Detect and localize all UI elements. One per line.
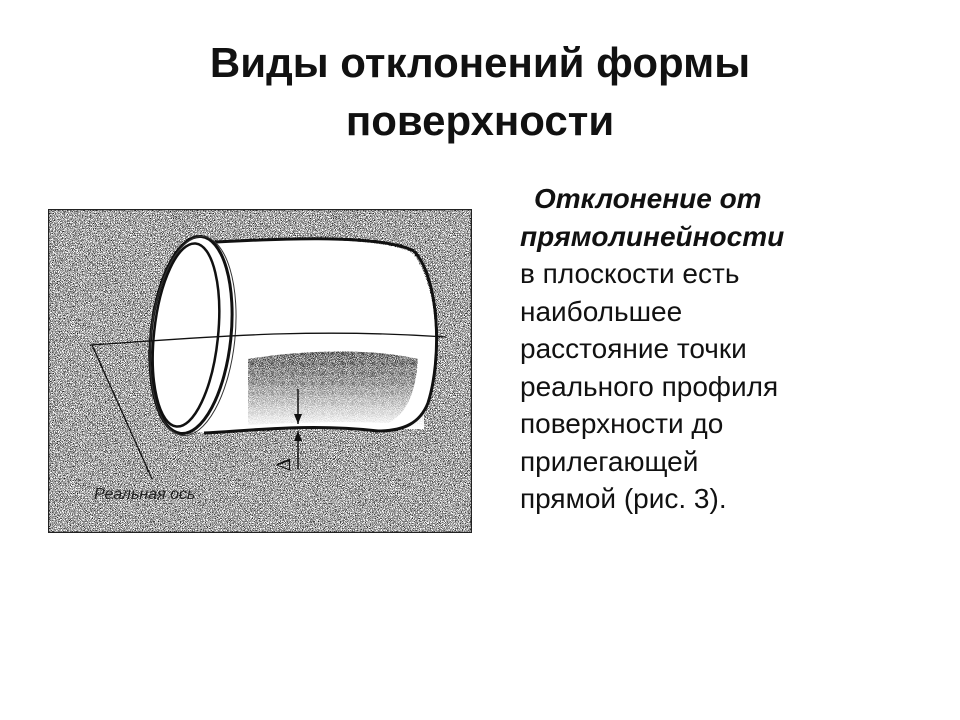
definition-term-line-2: прямолинейности (520, 220, 785, 252)
straightness-deviation-figure: Δ Реальная ось (48, 209, 472, 533)
axis-label: Реальная ось (94, 486, 195, 503)
slide-title: Виды отклонений формы поверхности (0, 34, 960, 150)
cylinder-top-edge (197, 237, 415, 253)
definition-line: прямой (рис. 3). (520, 483, 727, 514)
definition-line: прилегающей (520, 445, 699, 477)
slide-title-line-2: поверхности (345, 97, 615, 144)
axis-label-leader (91, 344, 153, 480)
cylinder-front-rim-inner (151, 242, 221, 428)
definition-line: реального профиля (520, 370, 779, 402)
real-axis-line (89, 332, 447, 346)
cylinder-bottom-edge (203, 426, 379, 435)
definition-line: поверхности до (520, 408, 724, 439)
deviation-dimension (294, 389, 302, 469)
slide-title-line-1: Виды отклонений формы (209, 39, 751, 86)
definition-line: расстояние точки (520, 333, 747, 364)
definition-text: Отклонение от прямолинейности в плоскост… (520, 180, 920, 518)
cylinder-diagram: Δ Реальная ось (48, 209, 472, 533)
definition-term-line-1: Отклонение от (534, 183, 762, 214)
definition-line: наибольшее (520, 295, 683, 327)
delta-label: Δ (273, 458, 295, 471)
definition-line: в плоскости есть (520, 258, 740, 289)
cylinder-right-end (377, 249, 439, 433)
